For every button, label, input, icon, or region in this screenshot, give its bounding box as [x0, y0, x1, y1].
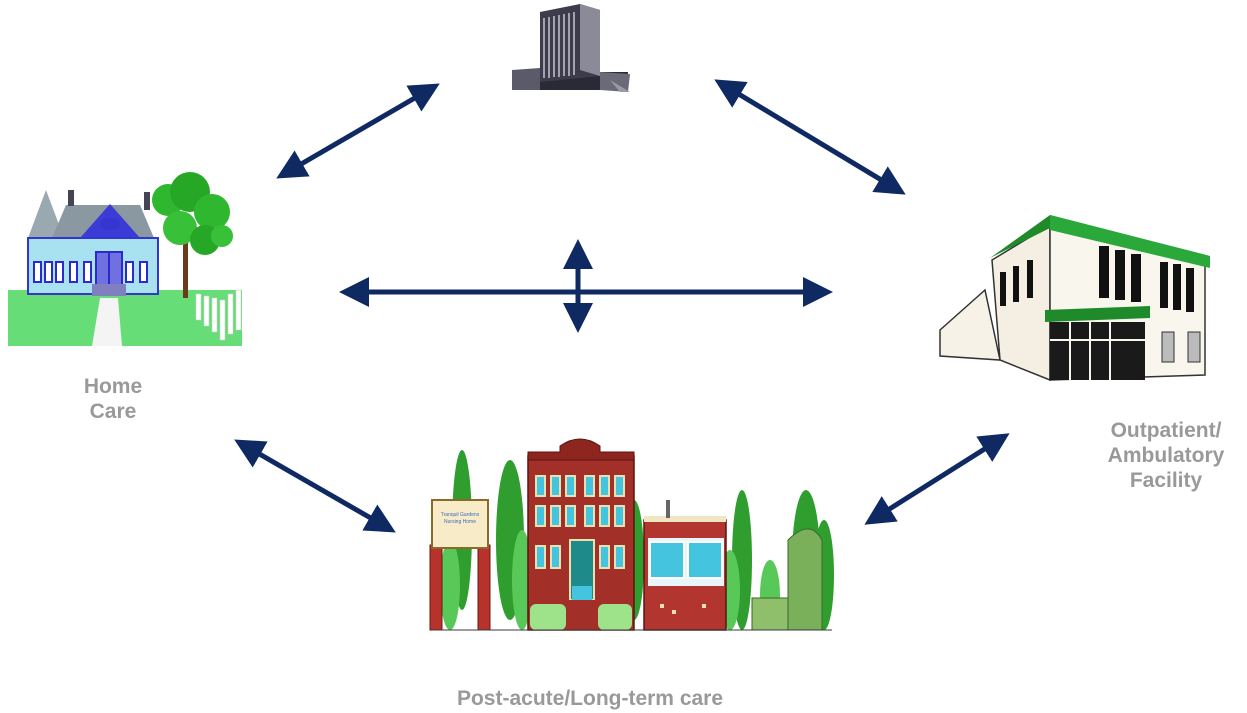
nursing-home-buildings-icon: Tranquil Gardens Nursing Home	[429, 438, 834, 631]
nursing-home-sign-text: Tranquil Gardens	[441, 512, 480, 518]
arrow-home-ltc	[234, 439, 396, 533]
nursing-home-sign-text-2: Nursing Home	[444, 519, 476, 525]
arrow-home-hospital	[276, 83, 440, 179]
outpatient-label-line2: Ambulatory	[1107, 444, 1225, 467]
post-acute-long-term-care-label: Post-acute/Long-term care	[410, 686, 770, 711]
outpatient-label-line1: Outpatient/	[1110, 419, 1222, 442]
storefront-building-icon	[939, 215, 1210, 382]
home-care-label: Home Care	[58, 374, 168, 424]
connector-arrows	[234, 79, 1010, 533]
home-care-label-line2: Care	[89, 400, 137, 423]
outpatient-label-line3: Facility	[1129, 469, 1203, 492]
outpatient-facility-label: Outpatient/ Ambulatory Facility	[1086, 418, 1246, 493]
house-with-tree-icon	[8, 172, 242, 346]
hospital-building-icon	[512, 4, 630, 92]
arrow-outpatient-ltc	[864, 433, 1010, 525]
arrow-hospital-outpatient	[714, 79, 906, 195]
home-care-label-line1: Home	[83, 375, 143, 398]
ltc-label-text: Post-acute/Long-term care	[456, 687, 724, 710]
